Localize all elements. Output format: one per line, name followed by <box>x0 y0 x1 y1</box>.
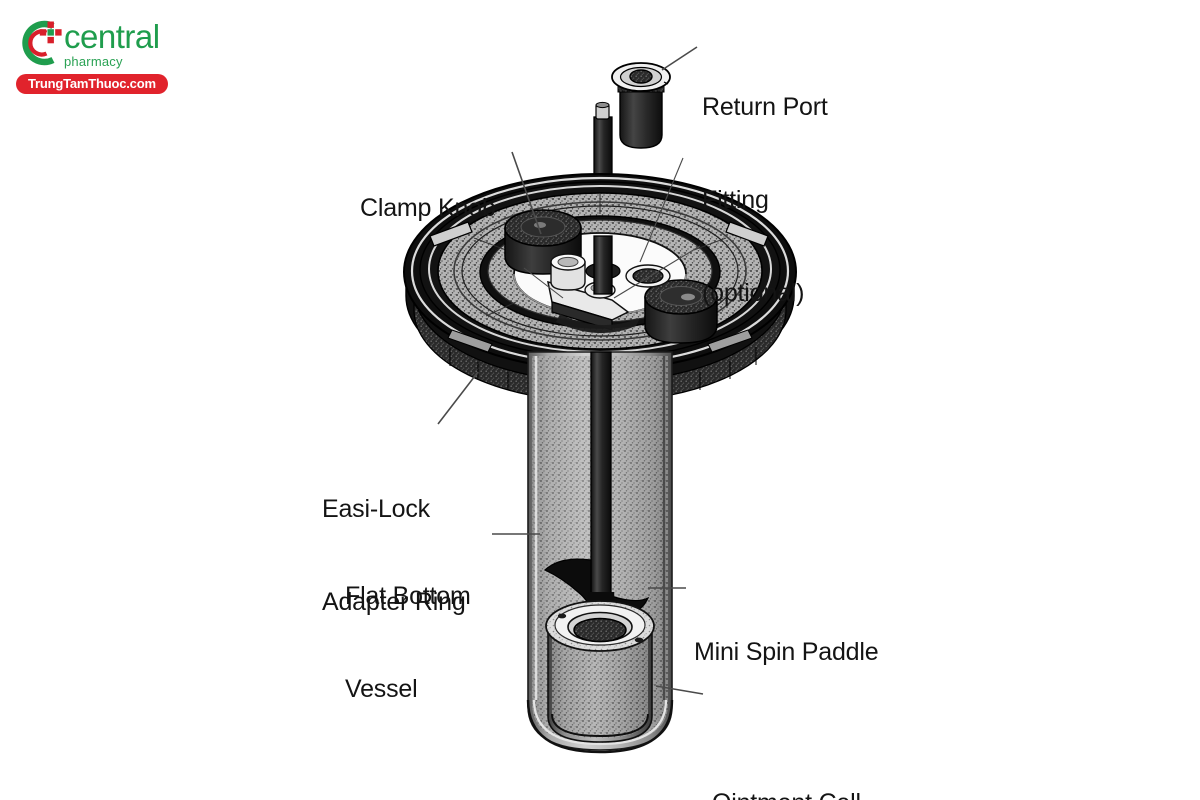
leader-easi-lock <box>437 371 479 425</box>
leader-ointment-cell <box>655 685 704 695</box>
ointment-cell-assembly-part <box>545 600 655 743</box>
label-line: Return Port <box>702 93 828 121</box>
label-line: Clamp Knob <box>360 194 496 222</box>
central-pharmacy-logo-icon <box>22 20 62 66</box>
label-ointment-cell-assembly: Ointment Cell Assembly <box>712 683 861 800</box>
leader-hub-internal-a <box>639 157 684 263</box>
label-mini-spin-paddle: Mini Spin Paddle <box>694 575 879 730</box>
leader-return-port-fitting <box>661 46 698 71</box>
label-line: (optional) <box>702 279 805 307</box>
leader-hub-internal-c <box>523 267 564 299</box>
logo-wordmark: central pharmacy <box>64 20 204 69</box>
logo-brand-secondary: pharmacy <box>64 54 123 69</box>
leader-hub-internal-b <box>613 245 701 299</box>
logo-brand-primary: central <box>64 18 160 55</box>
label-line: Fitting <box>702 186 769 214</box>
drive-shaft-lower <box>590 351 612 615</box>
return-port-fitting-part <box>611 62 671 149</box>
clamp-knob-right <box>644 279 718 344</box>
label-flat-bottom-vessel: Flat Bottom Vessel <box>345 519 471 767</box>
label-clamp-knob: Clamp Knob <box>360 131 496 286</box>
label-easi-lock-adapter-ring: Easi-Lock Adapter Ring <box>322 432 466 680</box>
watermark-logo: central pharmacy TrungTamThuoc.com <box>8 14 208 104</box>
label-line: Easi-Lock <box>322 495 430 523</box>
label-return-port-fitting: Return Port Fitting (optional) <box>702 30 828 371</box>
label-line: Mini Spin Paddle <box>694 638 879 666</box>
easi-lock-adapter-ring-part <box>403 173 797 403</box>
leader-clamp-knob <box>511 151 542 235</box>
label-line: Ointment Cell <box>712 779 861 800</box>
logo-site-banner: TrungTamThuoc.com <box>16 74 168 94</box>
label-line: Adapter Ring <box>322 588 466 616</box>
label-line: Flat Bottom <box>345 582 471 610</box>
leader-lines <box>437 46 704 695</box>
label-line: Vessel <box>345 675 418 703</box>
